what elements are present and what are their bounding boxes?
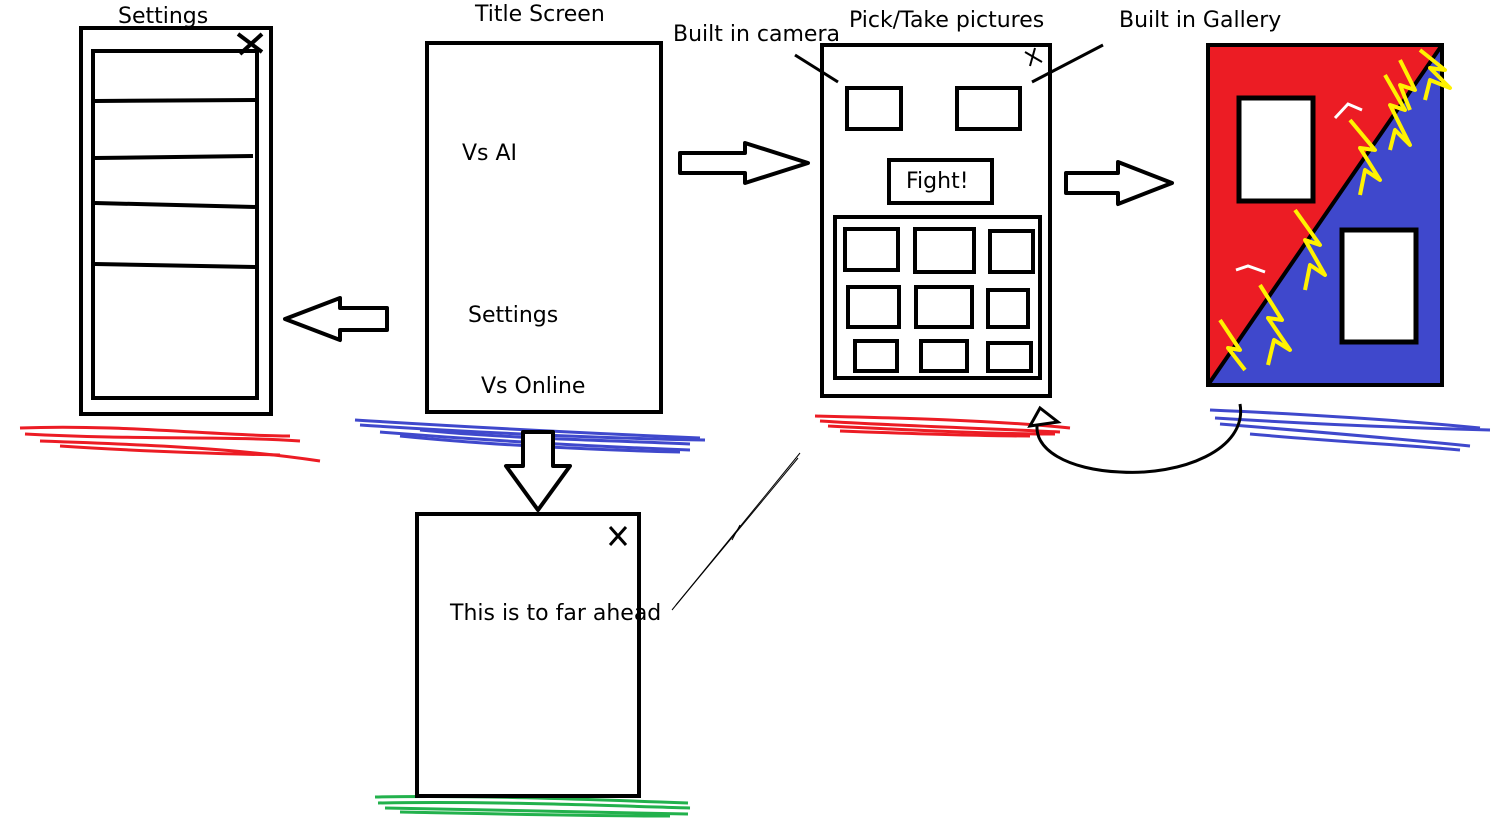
settings-screen — [79, 26, 273, 416]
vs-online-menu-item[interactable]: Vs Online — [481, 374, 586, 399]
opponent-card — [1339, 227, 1419, 345]
pick-take-pictures-label: Pick/Take pictures — [849, 8, 1045, 33]
online-note: This is to far ahead — [450, 601, 662, 626]
lightning-bolts — [1218, 48, 1452, 372]
settings-menu-item[interactable]: Settings — [468, 303, 559, 328]
fight-button-label[interactable]: Fight! — [906, 169, 969, 194]
return-curve-arrow — [1035, 403, 1243, 474]
arrow-to-online — [504, 430, 572, 512]
settings-close-icon[interactable] — [236, 32, 264, 56]
stray-pen-line — [671, 452, 801, 611]
built-in-gallery-label: Built in Gallery — [1119, 8, 1282, 33]
arrow-to-settings — [283, 296, 389, 342]
return-arrow-head — [1027, 405, 1062, 428]
settings-underline-red — [19, 425, 321, 463]
arrow-to-pictures — [678, 141, 810, 185]
arrow-to-gallery — [1064, 160, 1174, 206]
vs-ai-menu-item[interactable]: Vs AI — [462, 141, 518, 166]
gallery-slot — [955, 86, 1022, 131]
online-underline-green — [374, 794, 691, 818]
gallery-underline-blue — [1209, 408, 1491, 452]
built-in-camera-label: Built in camera — [673, 22, 840, 47]
battle-screen — [1206, 43, 1444, 387]
picture-close-icon[interactable] — [1024, 47, 1043, 67]
fight-button[interactable] — [887, 158, 994, 205]
online-screen — [415, 512, 641, 798]
player-card — [1236, 95, 1316, 204]
camera-slot — [845, 86, 903, 131]
title-screen — [425, 41, 663, 414]
lightning-highlights — [1235, 102, 1363, 274]
settings-screen-label: Settings — [118, 4, 209, 29]
title-screen-label: Title Screen — [475, 2, 605, 27]
picture-screen — [820, 43, 1052, 398]
gallery-pointer — [1031, 43, 1104, 84]
online-close-icon[interactable] — [608, 526, 628, 546]
camera-pointer — [794, 53, 839, 84]
